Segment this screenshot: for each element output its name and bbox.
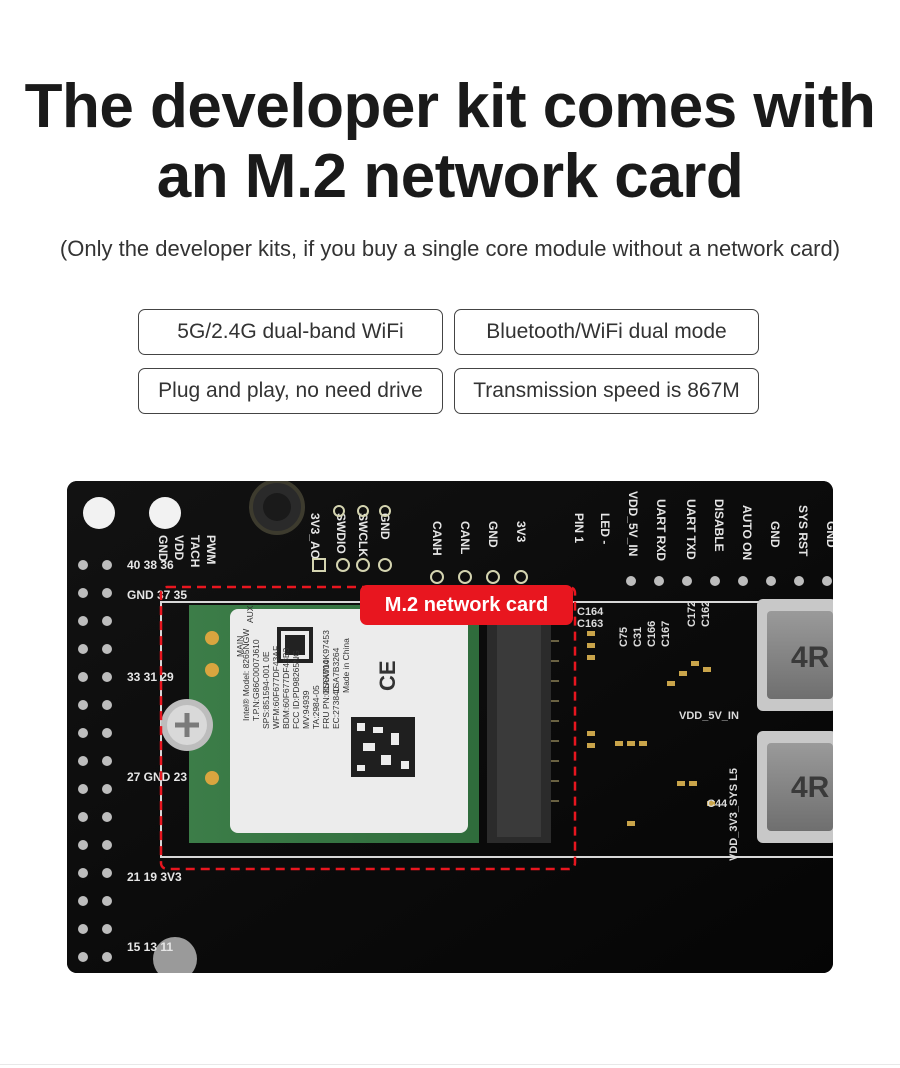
svg-text:C162: C162 [700,601,712,627]
svg-text:27 GND 23: 27 GND 23 [127,770,187,784]
svg-text:TACH: TACH [188,535,202,567]
svg-text:MAIN: MAIN [235,636,245,657]
svg-text:CANH: CANH [430,521,444,556]
svg-text:C44: C44 [707,798,728,810]
feature-tag-bluetooth: Bluetooth/WiFi dual mode [454,309,759,355]
svg-text:SPS:851594-001 0E: SPS:851594-001 0E [261,651,271,729]
svg-text:TA:2984-05: TA:2984-05 [311,685,321,729]
svg-text:FCC ID:PD98265NG: FCC ID:PD98265NG [291,650,301,729]
svg-text:WFM:60F677DF43AF: WFM:60F677DF43AF [271,646,281,729]
svg-text:T.P.N:G86C0007J610: T.P.N:G86C0007J610 [251,639,261,721]
svg-text:AUTO ON: AUTO ON [740,505,754,560]
svg-text:DISABLE: DISABLE [712,499,726,552]
svg-text:C166: C166 [646,621,658,647]
svg-text:C31: C31 [632,627,644,647]
subtitle: (Only the developer kits, if you buy a s… [59,236,841,261]
inductors: 4R 4R [757,599,833,843]
board-illustration: 40 38 36 GND 37 35 33 31 29 27 GND 23 21… [67,481,833,973]
svg-text:VDD_5V_IN: VDD_5V_IN [626,491,640,556]
svg-text:C172: C172 [686,601,698,627]
svg-text:GND: GND [824,521,833,548]
svg-text:33 31 29: 33 31 29 [127,670,174,684]
svg-text:40 38 36: 40 38 36 [127,558,174,572]
svg-text:VDD_3V3_SYS L5: VDD_3V3_SYS L5 [728,768,740,861]
svg-text:CANL: CANL [458,521,472,554]
svg-text:SWCLK: SWCLK [356,513,370,557]
headline-line-1: The developer kit comes with [24,72,876,141]
headline: The developer kit comes with an M.2 netw… [0,72,900,212]
svg-text:C163: C163 [577,618,603,630]
svg-text:Intel® Model: 8265NGW: Intel® Model: 8265NGW [241,629,251,721]
m2-callout-label: M.2 network card [360,585,573,625]
top-pin-labels: 3V3_AO SWDIO SWCLK GND CANH CANL GND 3V3… [156,491,833,567]
bottom-divider [0,1064,900,1065]
card-label-text: Intel® Model: 8265NGW T.P.N:G86C0007J610… [235,605,351,729]
svg-text:PIN 1: PIN 1 [572,513,586,543]
svg-text:C167: C167 [660,621,672,647]
svg-text:CE: CE [375,660,400,691]
svg-text:SWDIO: SWDIO [334,513,348,554]
svg-text:21 19 3V3: 21 19 3V3 [127,870,182,884]
svg-text:PWM: PWM [204,535,218,564]
pin-number-labels: 40 38 36 GND 37 35 33 31 29 27 GND 23 21… [127,558,187,954]
svg-text:VDD_5V_IN: VDD_5V_IN [679,710,739,722]
svg-text:Made in China: Made in China [341,638,351,693]
svg-text:SYS RST: SYS RST [796,505,810,557]
svg-text:LED -: LED - [598,513,612,544]
svg-text:GND: GND [486,521,500,548]
svg-text:GND: GND [768,521,782,548]
gpio-header-pins [78,560,112,962]
svg-text:3V3_AO: 3V3_AO [308,513,322,559]
svg-text:FRU PN:01AX704: FRU PN:01AX704 [321,660,331,729]
svg-text:C75: C75 [618,627,630,647]
svg-text:GND 37 35: GND 37 35 [127,588,187,602]
svg-text:3V3: 3V3 [514,521,528,543]
board-photo: 40 38 36 GND 37 35 33 31 29 27 GND 23 21… [67,481,833,973]
svg-text:BDM:60F677DF43B3: BDM:60F677DF43B3 [281,647,291,729]
feature-tag-dual-band: 5G/2.4G dual-band WiFi [138,309,443,355]
svg-text:GND: GND [378,513,392,540]
svg-text:VDD: VDD [172,535,186,561]
svg-text:4R: 4R [791,771,830,804]
feature-tag-plug-and-play: Plug and play, no need drive [138,368,443,414]
svg-text:GND: GND [156,535,170,562]
svg-text:C164: C164 [577,606,604,618]
svg-text:UART TXD: UART TXD [684,499,698,560]
feature-tag-speed: Transmission speed is 867M [454,368,759,414]
svg-text:UART RXD: UART RXD [654,499,668,561]
svg-text:15 13 11: 15 13 11 [127,940,173,954]
svg-text:1SA7B3264: 1SA7B3264 [331,647,341,693]
headline-line-2: an M.2 network card [156,142,744,211]
svg-text:EC:273840: EC:273840 [331,686,341,729]
svg-text:MV:94939: MV:94939 [301,690,311,729]
svg-text:AUX: AUX [245,605,255,623]
m2-network-card: Intel® Model: 8265NGW T.P.N:G86C0007J610… [189,605,479,843]
svg-text:8SSW10K97453: 8SSW10K97453 [321,630,331,693]
svg-text:4R: 4R [791,641,830,674]
